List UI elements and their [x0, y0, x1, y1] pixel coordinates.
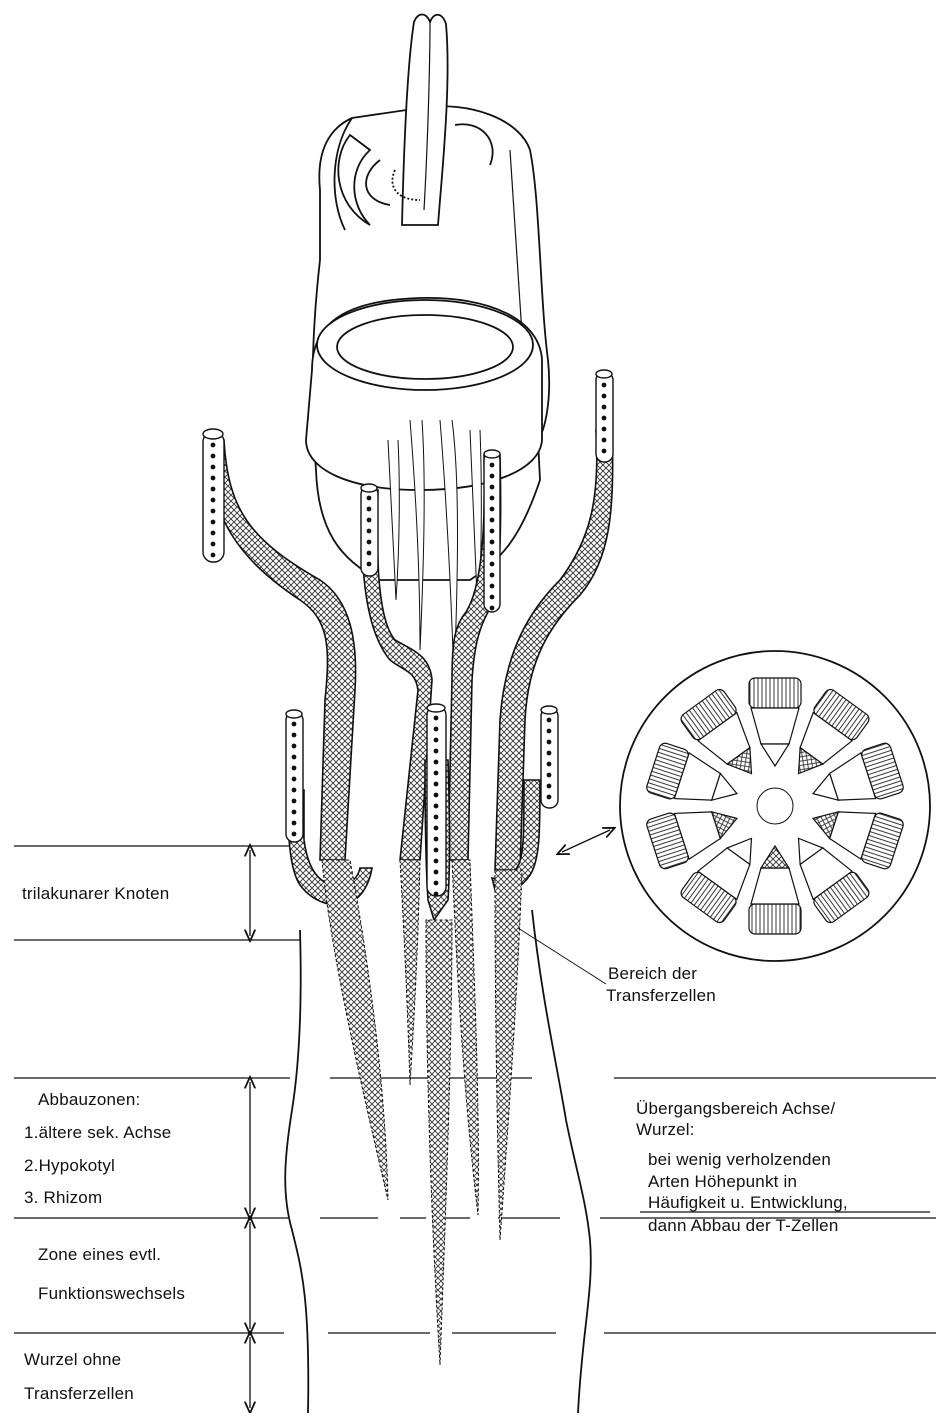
strand-dot	[434, 848, 439, 853]
strand-dot	[211, 553, 216, 558]
link-arrow	[562, 830, 610, 852]
strand-dot	[547, 784, 552, 789]
label-uebergang-6: dann Abbau der T-Zellen	[648, 1216, 838, 1236]
strand-dot	[434, 793, 439, 798]
strand-dot	[211, 542, 216, 547]
strand-dot	[367, 540, 372, 545]
strand-dot	[434, 716, 439, 721]
strand-dot	[211, 443, 216, 448]
strand-dot	[434, 804, 439, 809]
strand-dot	[434, 760, 439, 765]
strand-dot	[211, 520, 216, 525]
strand-dot	[602, 383, 607, 388]
strand-dot	[547, 718, 552, 723]
strand-dot	[490, 573, 495, 578]
label-bereich-2: Transferzellen	[606, 986, 716, 1006]
label-uebergang-5: Häufigkeit u. Entwicklung,	[648, 1193, 848, 1213]
strand-dot	[602, 405, 607, 410]
strand-dot	[367, 507, 372, 512]
label-uebergang-1: Übergangsbereich Achse/	[636, 1099, 835, 1119]
strand-dot	[292, 821, 297, 826]
strand-dot	[367, 529, 372, 534]
strand-dot	[434, 782, 439, 787]
strand-dot	[434, 815, 439, 820]
strand-dot	[292, 832, 297, 837]
label-trilakunar: trilakunarer Knoten	[22, 884, 169, 904]
strand-dot	[490, 496, 495, 501]
strand-dot	[490, 595, 495, 600]
strand-dot	[211, 465, 216, 470]
strand-dot	[490, 529, 495, 534]
tapering-strands	[322, 860, 522, 1365]
label-uebergang-4: Arten Höhepunkt in	[648, 1172, 797, 1192]
label-uebergang-2: Wurzel:	[636, 1120, 695, 1140]
strand-dot	[292, 777, 297, 782]
strand-dot	[434, 727, 439, 732]
strand-dot	[602, 416, 607, 421]
strand-dot	[292, 799, 297, 804]
strand-dot	[211, 476, 216, 481]
strand-dot	[367, 562, 372, 567]
label-wurzel-2: Transferzellen	[24, 1384, 134, 1404]
strand-dot	[490, 562, 495, 567]
strand-dot	[211, 498, 216, 503]
strand-dot	[547, 729, 552, 734]
strand-dot	[490, 540, 495, 545]
label-bereich-1: Bereich der	[608, 964, 697, 984]
strand-dot	[434, 859, 439, 864]
strand-dot	[292, 810, 297, 815]
strand-dot	[292, 788, 297, 793]
strand-dot	[367, 551, 372, 556]
strand-dot	[434, 749, 439, 754]
strand-dot	[367, 496, 372, 501]
strand-dot	[490, 507, 495, 512]
label-zone-1: Zone eines evtl.	[38, 1245, 161, 1265]
strand-dot	[292, 766, 297, 771]
cross-section	[620, 651, 930, 961]
label-abbau-3: 3. Rhizom	[24, 1188, 102, 1208]
strand-dot	[211, 531, 216, 536]
strand-dot	[547, 740, 552, 745]
strand-dot	[602, 394, 607, 399]
strand-dot	[434, 881, 439, 886]
strand-dot	[434, 837, 439, 842]
strand-dot	[490, 584, 495, 589]
strand-dot	[434, 738, 439, 743]
strand-dot	[434, 771, 439, 776]
strand-dot	[292, 733, 297, 738]
strand-dot	[490, 518, 495, 523]
strand-dot	[602, 449, 607, 454]
strand-dot	[547, 795, 552, 800]
strand-dot	[211, 454, 216, 459]
strand-dot	[367, 518, 372, 523]
strand-dot	[434, 892, 439, 897]
strand-dot	[211, 509, 216, 514]
strand-dot	[490, 606, 495, 611]
label-abbauzonen: Abbauzonen:	[38, 1090, 140, 1110]
strand-dot	[490, 551, 495, 556]
strand-dot	[434, 870, 439, 875]
strand-dot	[547, 773, 552, 778]
strand-dot	[490, 485, 495, 490]
strand-dot	[602, 427, 607, 432]
transfer-leader	[518, 928, 606, 984]
strand-dot	[434, 826, 439, 831]
strand-dot	[292, 755, 297, 760]
label-uebergang-3: bei wenig verholzenden	[648, 1150, 831, 1170]
strand-dot	[547, 751, 552, 756]
strand-dot	[292, 744, 297, 749]
strand-dot	[602, 438, 607, 443]
strand-dot	[211, 487, 216, 492]
label-abbau-2: 2.Hypokotyl	[24, 1156, 115, 1176]
strand-dot	[292, 722, 297, 727]
label-zone-2: Funktionswechsels	[38, 1284, 185, 1304]
label-abbau-1: 1.ältere sek. Achse	[24, 1123, 171, 1143]
strand-dot	[490, 463, 495, 468]
label-wurzel-1: Wurzel ohne	[24, 1350, 121, 1370]
strand-dot	[490, 474, 495, 479]
strand-dot	[547, 762, 552, 767]
